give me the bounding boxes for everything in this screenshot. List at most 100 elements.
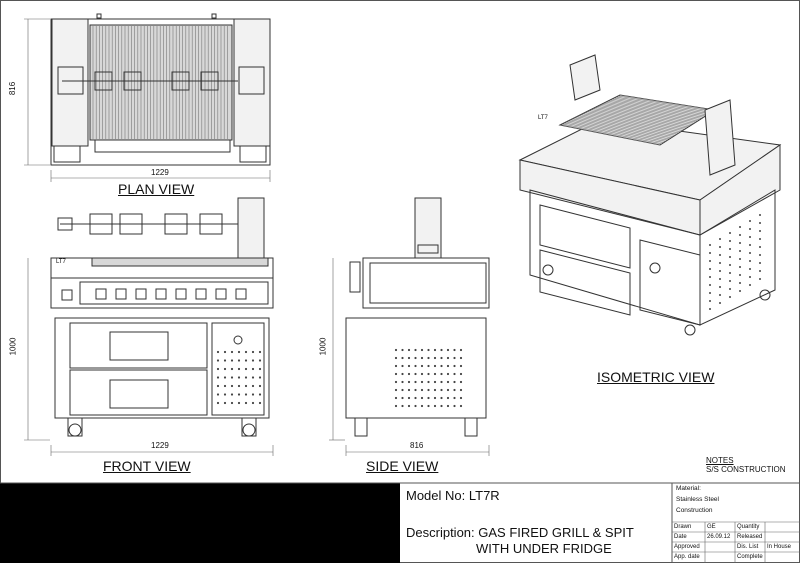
vent-hole bbox=[230, 393, 234, 396]
title-cell: 26.09.12 bbox=[707, 533, 731, 540]
control-knob bbox=[215, 288, 227, 300]
vent-hole bbox=[719, 286, 721, 288]
vent-hole bbox=[440, 348, 443, 352]
vent-hole bbox=[420, 380, 424, 384]
vent-hole bbox=[394, 372, 398, 376]
grill-bar bbox=[597, 106, 695, 124]
title-cell: Complete bbox=[737, 553, 763, 560]
vent-hole bbox=[216, 401, 220, 405]
vent-hole bbox=[420, 356, 424, 360]
title-cell: Quantity bbox=[737, 523, 760, 530]
vent-hole bbox=[459, 364, 463, 368]
vent-hole bbox=[759, 254, 761, 256]
title-cell: Date bbox=[674, 533, 687, 540]
vent-hole bbox=[759, 246, 761, 248]
vent-hole bbox=[759, 262, 761, 264]
vent-hole bbox=[709, 308, 711, 310]
vent-hole bbox=[459, 380, 463, 384]
vent-hole bbox=[453, 348, 456, 352]
title-block-grid bbox=[672, 521, 800, 563]
vent-hole bbox=[427, 380, 430, 384]
vent-hole bbox=[446, 364, 450, 368]
front-badge: LT7 bbox=[56, 259, 66, 265]
vent-hole bbox=[719, 302, 721, 304]
side-height-dim: 1000 bbox=[318, 337, 328, 356]
vent-hole bbox=[749, 252, 751, 254]
vent-hole bbox=[251, 359, 255, 362]
vent-hole bbox=[709, 300, 711, 302]
vent-hole bbox=[258, 393, 262, 396]
grill-bar bbox=[572, 118, 672, 139]
vent-hole bbox=[709, 252, 711, 254]
vent-hole bbox=[230, 401, 234, 405]
control-knob bbox=[155, 288, 167, 300]
vent-hole bbox=[251, 350, 255, 354]
grill-bar bbox=[566, 121, 666, 142]
title-cell: Released bbox=[737, 533, 763, 540]
vent-hole bbox=[401, 388, 404, 392]
vent-hole bbox=[258, 359, 262, 362]
grill-bar bbox=[570, 119, 670, 140]
grill-bar bbox=[605, 101, 702, 119]
vent-hole bbox=[401, 348, 404, 352]
vent-hole bbox=[223, 350, 227, 354]
vent-hole bbox=[459, 372, 463, 376]
title-cell: App. date bbox=[674, 553, 700, 560]
vent-hole bbox=[407, 348, 411, 352]
front-height-dim: 1000 bbox=[8, 337, 18, 356]
material-label: Material: bbox=[676, 485, 701, 492]
vent-hole bbox=[230, 376, 234, 379]
vent-hole bbox=[407, 380, 411, 384]
vent-hole bbox=[749, 284, 751, 286]
vent-hole bbox=[414, 364, 417, 368]
plan-width-dim: 1229 bbox=[151, 168, 169, 177]
vent-hole bbox=[433, 364, 437, 368]
vent-hole bbox=[446, 396, 450, 400]
vent-hole bbox=[414, 380, 417, 384]
vent-hole bbox=[251, 376, 255, 379]
vent-hole bbox=[244, 376, 248, 379]
vent-hole bbox=[251, 384, 255, 388]
isometric-view-label: ISOMETRIC VIEW bbox=[597, 369, 715, 385]
vent-hole bbox=[440, 380, 443, 384]
vent-hole bbox=[237, 376, 241, 379]
vent-hole bbox=[446, 404, 450, 408]
vent-hole bbox=[216, 350, 220, 354]
vent-hole bbox=[433, 356, 437, 360]
vent-hole bbox=[427, 372, 430, 376]
vent-hole bbox=[244, 401, 248, 405]
description-line1: Description: GAS FIRED GRILL & SPIT bbox=[406, 525, 634, 540]
vent-hole bbox=[729, 256, 731, 258]
vent-hole bbox=[729, 240, 731, 242]
vent-hole bbox=[739, 226, 741, 228]
vent-hole bbox=[719, 278, 721, 280]
vent-hole bbox=[244, 359, 248, 362]
vent-hole bbox=[258, 350, 262, 354]
vent-hole bbox=[394, 388, 398, 392]
vent-hole bbox=[453, 388, 456, 392]
vent-hole bbox=[223, 401, 227, 405]
vent-hole bbox=[459, 404, 463, 408]
vent-hole bbox=[223, 367, 227, 371]
vent-hole bbox=[709, 276, 711, 278]
vent-hole bbox=[394, 380, 398, 384]
grill-bar bbox=[582, 113, 681, 132]
vent-hole bbox=[440, 388, 443, 392]
vent-hole bbox=[749, 228, 751, 230]
vent-hole bbox=[729, 248, 731, 250]
vent-hole bbox=[453, 364, 456, 368]
grill-bar bbox=[568, 120, 668, 141]
vent-hole bbox=[749, 236, 751, 238]
description-line2: WITH UNDER FRIDGE bbox=[476, 541, 612, 556]
vent-hole bbox=[749, 268, 751, 270]
material-line2: Construction bbox=[676, 507, 713, 514]
vent-hole bbox=[237, 384, 241, 388]
vent-hole bbox=[223, 384, 227, 388]
vent-hole bbox=[401, 364, 404, 368]
vent-hole bbox=[427, 396, 430, 400]
control-knob bbox=[195, 288, 207, 300]
vent-hole bbox=[440, 372, 443, 376]
vent-hole bbox=[453, 396, 456, 400]
front-width-dim: 1229 bbox=[151, 441, 169, 450]
